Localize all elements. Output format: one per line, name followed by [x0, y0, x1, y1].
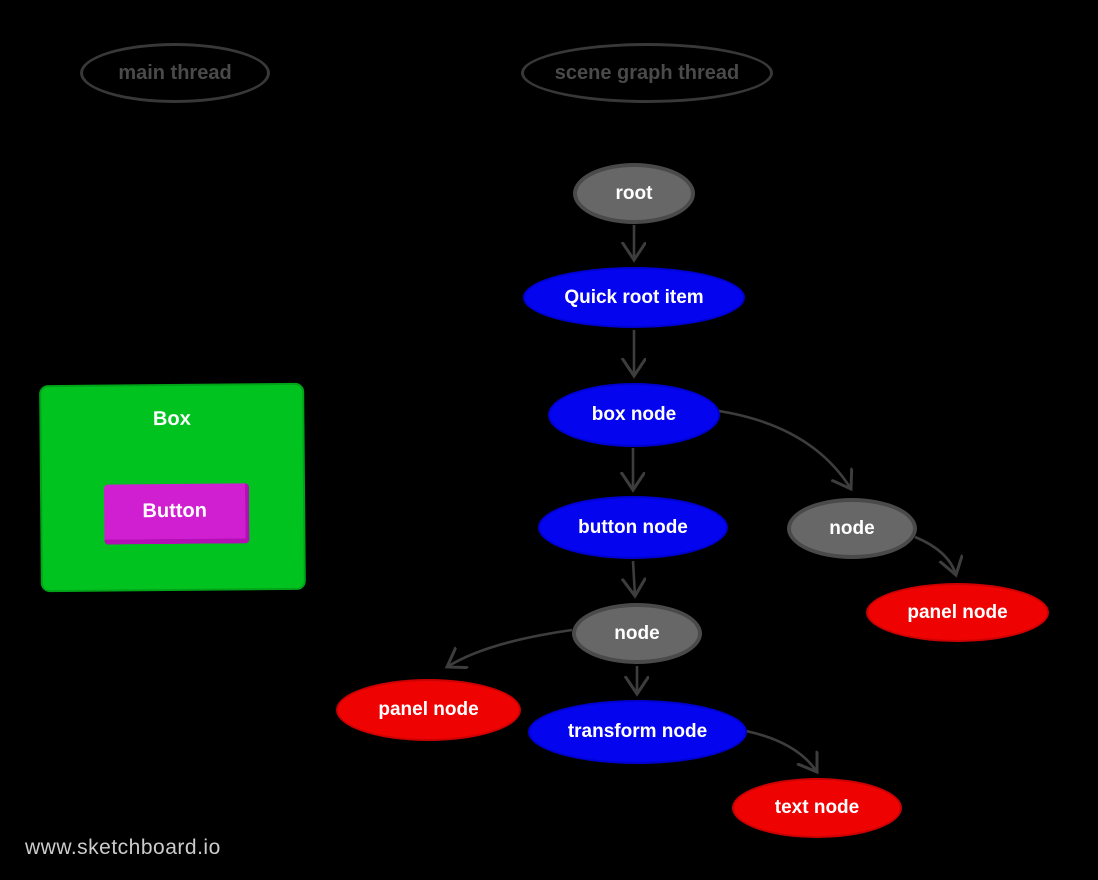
node-root[interactable]: root	[573, 163, 695, 224]
edge-buttonnode-nodemid	[633, 560, 635, 596]
node-button-node[interactable]: button node	[538, 496, 728, 559]
node-box-node-label: box node	[591, 404, 677, 425]
edge-nodemid-panelleft	[447, 628, 573, 667]
preview-box-label: Box	[152, 407, 191, 431]
node-node-mid-label: node	[614, 622, 660, 644]
node-quick-root-item[interactable]: Quick root item	[523, 267, 745, 328]
node-panel-node-right-label: panel node	[907, 601, 1008, 623]
node-node-right[interactable]: node	[787, 498, 917, 559]
node-panel-node-left[interactable]: panel node	[336, 679, 521, 741]
node-text-node[interactable]: text node	[732, 778, 902, 838]
node-node-right-label: node	[829, 517, 875, 539]
preview-button[interactable]: Button	[103, 483, 250, 545]
lane-main-thread[interactable]: main thread	[80, 43, 270, 103]
node-transform-node[interactable]: transform node	[528, 700, 747, 764]
preview-button-label: Button	[142, 499, 208, 523]
edge-transformnode-textnode	[745, 729, 817, 772]
lane-scene-graph-thread-label: scene graph thread	[554, 61, 740, 84]
node-panel-node-right[interactable]: panel node	[866, 583, 1049, 642]
node-node-mid[interactable]: node	[572, 603, 702, 664]
lane-scene-graph-thread[interactable]: scene graph thread	[521, 43, 773, 103]
preview-box[interactable]: Box Button	[39, 382, 306, 593]
edge-noderight-panelright	[914, 535, 956, 575]
watermark: www.sketchboard.io	[25, 836, 221, 859]
node-text-node-label: text node	[774, 797, 860, 818]
node-panel-node-left-label: panel node	[378, 699, 479, 720]
node-quick-root-item-label: Quick root item	[564, 286, 704, 308]
node-root-label: root	[615, 182, 653, 204]
node-transform-node-label: transform node	[567, 721, 708, 742]
edge-boxnode-noderight	[718, 409, 851, 489]
node-button-node-label: button node	[578, 516, 688, 538]
lane-main-thread-label: main thread	[118, 61, 232, 84]
node-box-node[interactable]: box node	[548, 383, 720, 447]
